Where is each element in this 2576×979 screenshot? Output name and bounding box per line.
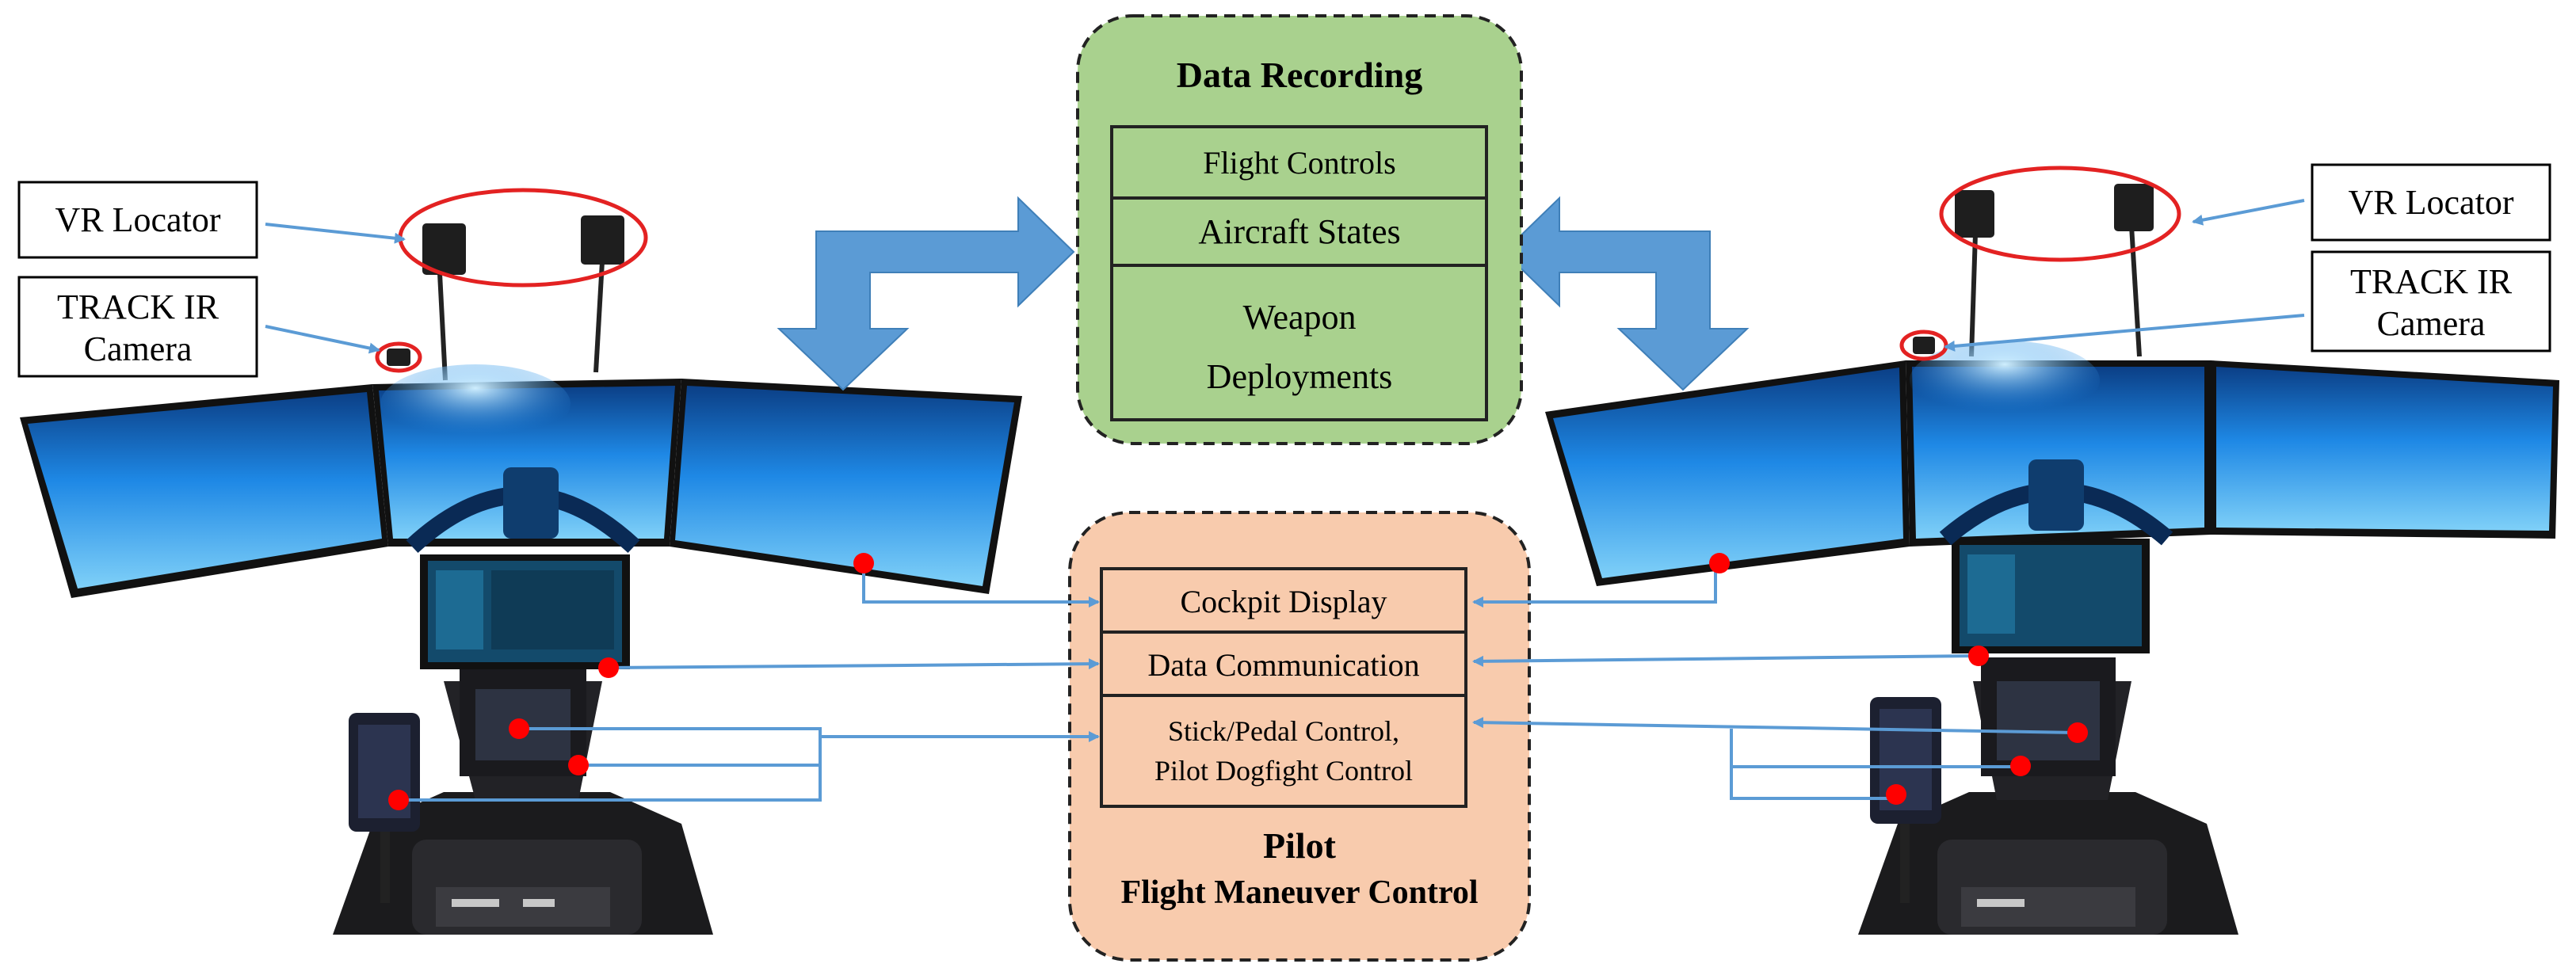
svg-text:TRACK IR: TRACK IR	[57, 288, 219, 326]
svg-text:Aircraft States: Aircraft States	[1198, 212, 1400, 251]
right-track-ir-pointer	[1944, 314, 2305, 352]
left-vr-locator-pointer	[265, 223, 406, 244]
right-marker-monitor	[1968, 646, 1989, 666]
right-vr-locator-sensor-2	[2114, 184, 2154, 231]
svg-text:Weapon: Weapon	[1242, 298, 1356, 337]
left-marker-throttle	[388, 790, 409, 810]
left-marker-monitor	[598, 657, 619, 678]
left-red-markers	[388, 553, 874, 810]
left-track-ir-pointer	[265, 325, 380, 354]
left-track-ir-highlight	[375, 341, 422, 373]
right-cockpit-display-connector	[1472, 564, 1717, 608]
left-simulator: VR Locator TRACK IR Camera	[17, 181, 1022, 935]
right-vr-locator-label: VR Locator	[2311, 163, 2551, 242]
right-cockpit-console	[1981, 657, 2116, 776]
data-recording-panel: Data Recording Flight Controls Aircraft …	[1076, 14, 1523, 445]
right-vr-locator-pointer	[2192, 199, 2305, 226]
svg-text:Camera: Camera	[84, 330, 193, 368]
right-marker-pedal	[2010, 756, 2031, 776]
left-vr-locator-sensor-1	[422, 223, 466, 275]
right-marker-throttle	[1886, 784, 1906, 805]
pilot-subtitle: Flight Maneuver Control	[1120, 874, 1478, 911]
left-marker-stick	[509, 718, 529, 739]
svg-text:Cockpit Display: Cockpit Display	[1180, 584, 1387, 619]
svg-text:Pilot Dogfight Control: Pilot Dogfight Control	[1154, 755, 1413, 787]
stick-pedal-control-row	[1100, 694, 1467, 808]
left-connectors	[396, 565, 1100, 802]
left-vr-locator-sensor-2	[581, 215, 624, 265]
left-data-communication-connector	[609, 658, 1100, 670]
right-marker-stick	[2067, 722, 2088, 743]
left-marker-screen	[853, 553, 874, 573]
svg-text:VR Locator: VR Locator	[2349, 183, 2514, 222]
weapon-deployments-row	[1110, 264, 1488, 421]
left-cockpit-display-connector	[862, 565, 1100, 608]
right-vr-locator-highlight	[1939, 166, 2181, 262]
right-vr-locator-sensor-1	[1955, 190, 1994, 238]
right-control-connector-lower	[1730, 729, 1894, 800]
svg-text:Camera: Camera	[2377, 304, 2486, 343]
right-screens	[1545, 341, 2559, 586]
right-recording-link-arrow	[1502, 196, 1750, 391]
pilot-panel: Cockpit Display Data Communication Stick…	[1068, 511, 1531, 962]
left-screens	[20, 364, 1022, 598]
left-cockpit-display-monitor	[420, 554, 630, 669]
right-control-connector-main	[1472, 717, 2077, 734]
data-recording-title: Data Recording	[1177, 55, 1422, 95]
right-pilot-seat	[1858, 792, 2238, 935]
svg-text:Deployments: Deployments	[1207, 357, 1393, 396]
right-track-ir-label: TRACK IR Camera	[2311, 250, 2551, 352]
svg-text:Stick/Pedal Control,: Stick/Pedal Control,	[1168, 715, 1399, 747]
left-track-ir-camera	[387, 349, 410, 366]
pilot-title: Pilot	[1263, 825, 1337, 866]
svg-text:Data Communication: Data Communication	[1147, 647, 1419, 683]
left-vr-locator-label: VR Locator	[17, 181, 258, 259]
right-track-ir-camera	[1913, 337, 1935, 354]
right-red-markers	[1709, 553, 2088, 805]
left-marker-pedal	[568, 755, 589, 775]
left-track-ir-label: TRACK IR Camera	[17, 276, 258, 378]
left-recording-link-arrow	[777, 196, 1075, 391]
right-cockpit-display-monitor	[1952, 539, 2150, 653]
left-pilot-seat	[333, 792, 713, 935]
right-data-communication-connector	[1472, 654, 1978, 667]
right-simulator: VR Locator TRACK IR Camera	[1545, 163, 2559, 935]
svg-text:VR Locator: VR Locator	[55, 200, 221, 239]
right-connectors	[1472, 564, 2077, 800]
right-marker-screen	[1709, 553, 1730, 573]
svg-text:Flight Controls: Flight Controls	[1203, 145, 1395, 181]
cockpit-display-row	[1100, 567, 1467, 634]
data-communication-row	[1100, 630, 1467, 697]
svg-text:TRACK IR: TRACK IR	[2350, 262, 2513, 301]
